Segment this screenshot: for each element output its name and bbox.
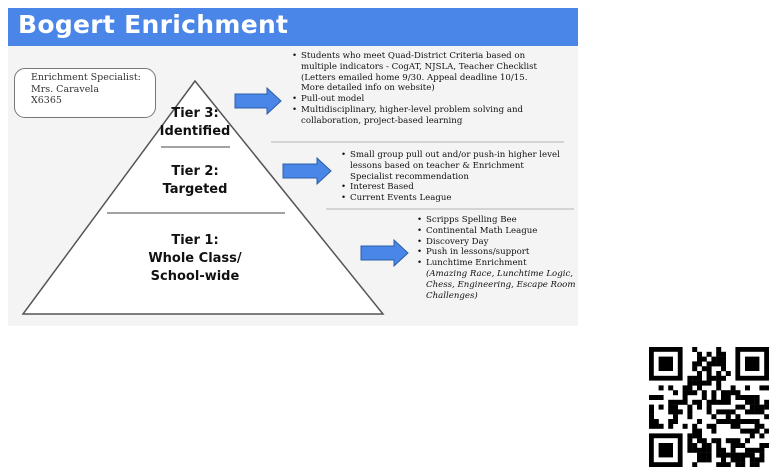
tier-3-label-line: Tier 3: (171, 106, 219, 121)
tier-1-label-line: Tier 1: (171, 233, 219, 248)
tier-3-bullets: Students who meet Quad-District Criteria… (291, 51, 549, 127)
list-item: Discovery Day (417, 237, 576, 248)
slide: Bogert Enrichment Enrichment Specialist:… (8, 8, 578, 326)
list-item: Lunchtime Enrichment (417, 258, 576, 269)
specialist-contact-box: Enrichment Specialist: Mrs. Caravela X63… (14, 68, 156, 118)
pyramid-triangle (21, 79, 385, 315)
tier-2-label-line: Targeted (162, 182, 228, 197)
list-item: Small group pull out and/or push-in high… (341, 150, 568, 182)
list-item: Students who meet Quad-District Criteria… (292, 51, 549, 94)
tier-3-label-line: Identified (159, 124, 231, 139)
right-arrow-icon (282, 156, 332, 186)
slide-title: Bogert Enrichment (18, 10, 289, 39)
list-item: Multidisciplinary, higher-level problem … (292, 105, 549, 127)
list-item: Pull-out model (292, 94, 549, 105)
tier-1-label-line: Whole Class/ (148, 251, 242, 266)
specialist-name: Mrs. Caravela (31, 83, 100, 95)
list-item: Scripps Spelling Bee (417, 215, 576, 226)
tier-1-label-line: School-wide (150, 269, 240, 284)
specialist-role: Enrichment Specialist: (31, 72, 141, 83)
list-item: Interest Based (341, 182, 568, 193)
list-item: Push in lessons/support (417, 247, 576, 258)
tier-3-label: Tier 3: Identified (145, 105, 245, 141)
list-item: Current Events League (341, 193, 568, 204)
tier-2-label: Tier 2: Targeted (145, 163, 245, 199)
tier-2-bullets: Small group pull out and/or push-in high… (340, 150, 568, 204)
pyramid-diagram (21, 79, 574, 315)
list-item: Continental Math League (417, 226, 576, 237)
right-arrow-icon (234, 86, 282, 116)
tier-1-label: Tier 1: Whole Class/ School-wide (135, 232, 255, 286)
lunchtime-activities-note: (Amazing Race, Lunchtime Logic, Chess, E… (426, 268, 576, 301)
title-bar: Bogert Enrichment (8, 8, 578, 46)
right-arrow-icon (360, 238, 409, 268)
specialist-extension: X6365 (31, 95, 62, 106)
tier-2-label-line: Tier 2: (171, 164, 219, 179)
tier-1-bullets: Scripps Spelling Bee Continental Math Le… (416, 215, 576, 301)
qr-code-icon (649, 347, 769, 467)
